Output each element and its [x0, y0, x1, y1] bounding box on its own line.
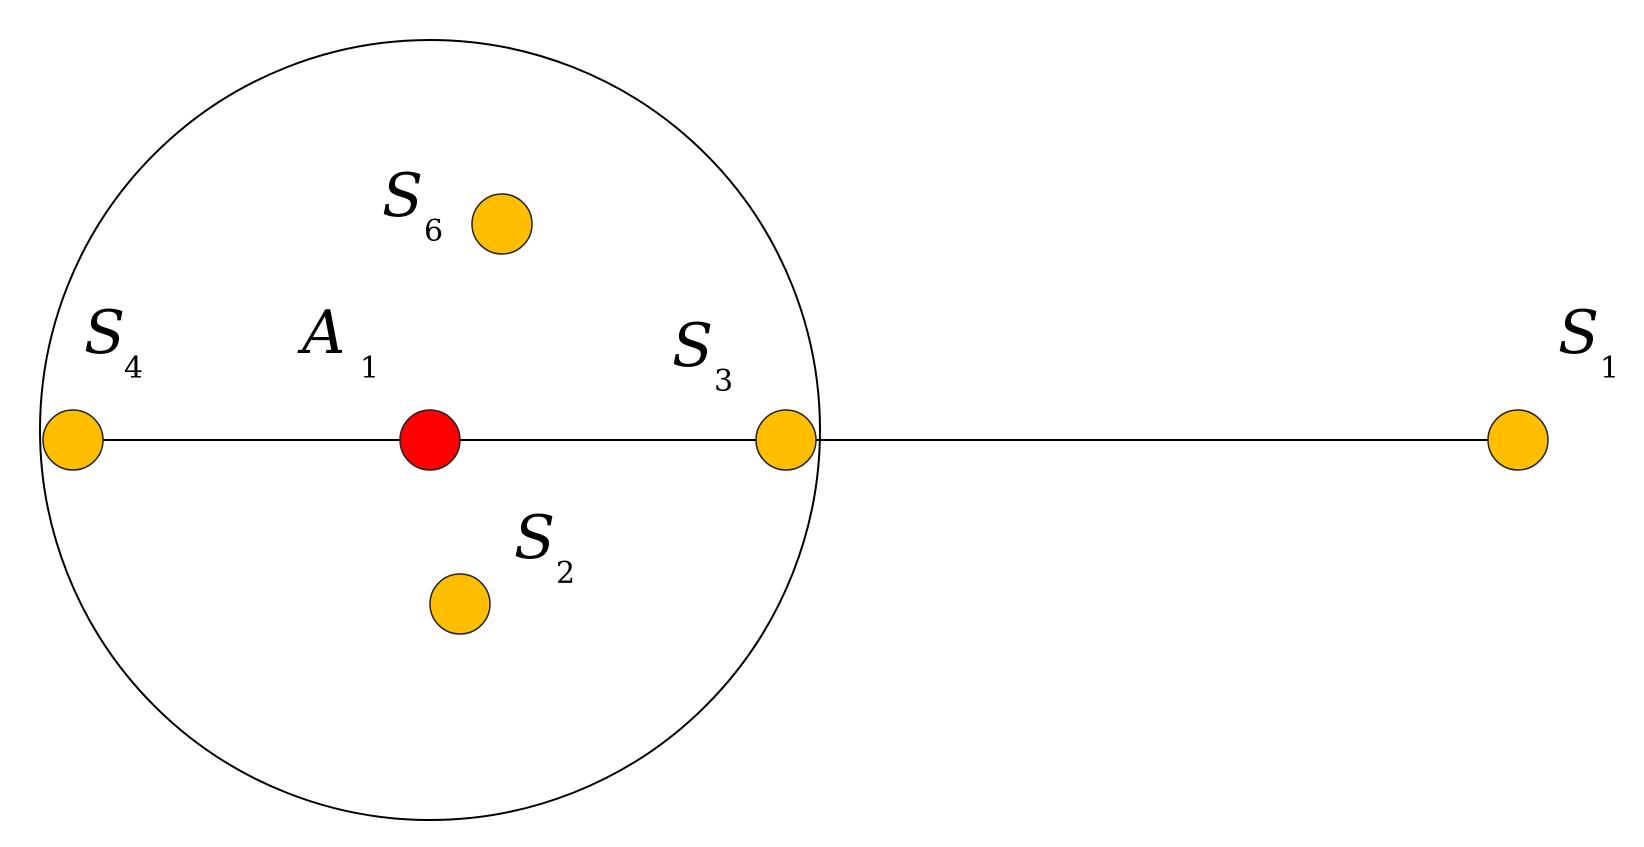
node-s2 — [429, 573, 491, 635]
node-s6 — [471, 193, 533, 255]
label-s2: S 2 — [514, 503, 575, 591]
label-s4: S 4 — [84, 298, 143, 386]
node-s1 — [1487, 409, 1549, 471]
label-s1-letter: S — [1558, 298, 1599, 368]
label-s6-index: 6 — [424, 214, 443, 249]
coverage-circle — [39, 39, 821, 821]
label-a1: A 1 — [297, 298, 379, 386]
node-a1 — [399, 409, 461, 471]
label-s3: S 3 — [672, 311, 733, 399]
label-s4-index: 4 — [124, 351, 143, 386]
label-s2-index: 2 — [556, 556, 575, 591]
label-a1-letter: A — [297, 298, 345, 368]
label-s3-index: 3 — [714, 364, 733, 399]
node-s4 — [42, 409, 104, 471]
label-a1-index: 1 — [360, 351, 379, 386]
label-s2-letter: S — [514, 503, 555, 573]
label-s1: S 1 — [1558, 298, 1619, 386]
label-s6: S 6 — [382, 161, 443, 249]
node-s3 — [755, 409, 817, 471]
label-s1-index: 1 — [1600, 351, 1619, 386]
label-s6-letter: S — [382, 161, 423, 231]
label-s4-letter: S — [84, 298, 125, 368]
label-s3-letter: S — [672, 311, 713, 381]
